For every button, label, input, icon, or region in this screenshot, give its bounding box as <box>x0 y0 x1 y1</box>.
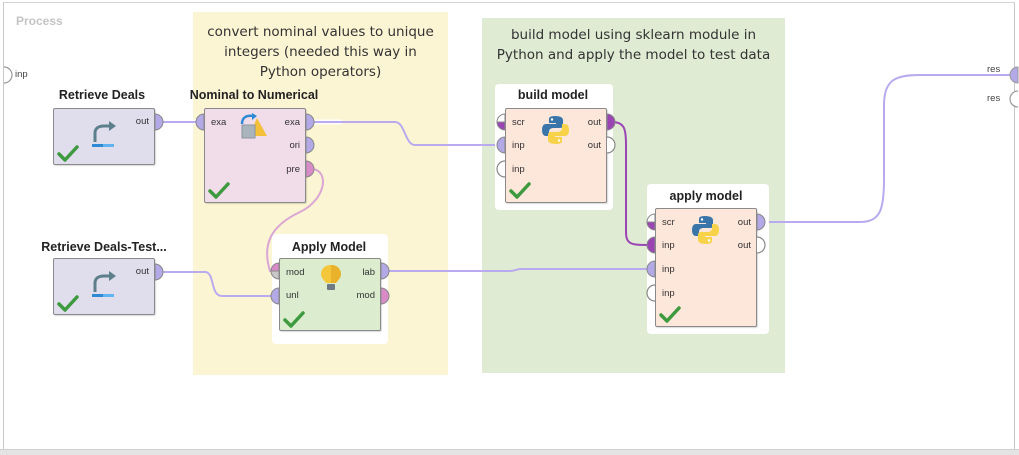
retrieve-icon <box>92 271 116 297</box>
annotation-text: convert nominal values to unique integer… <box>207 24 434 80</box>
status-ok-check-icon <box>283 311 305 328</box>
annotation-text: build model using sklearn module in Pyth… <box>496 27 771 63</box>
status-ok-check-icon <box>659 306 681 323</box>
retrieve-icon <box>92 121 116 147</box>
output-port-out[interactable] <box>756 213 766 231</box>
output-port-out[interactable] <box>606 113 616 131</box>
process-output-label: res <box>987 93 1001 104</box>
port-label: out <box>135 266 149 277</box>
operator-title: Retrieve Deals-Test... <box>41 240 167 254</box>
port-label: out <box>587 117 601 128</box>
output-port-pre[interactable] <box>305 160 315 178</box>
port-label: mod <box>286 267 305 278</box>
port-label: ori <box>289 140 300 151</box>
wire-apply-to-res[interactable] <box>765 74 1011 223</box>
python-icon <box>692 216 719 244</box>
convert-icon <box>240 113 267 139</box>
input-port-scr[interactable] <box>646 213 656 223</box>
output-port-lab[interactable] <box>380 262 390 280</box>
operator-build-model[interactable]: scr inp inp out out <box>505 108 607 203</box>
output-port-out[interactable] <box>154 113 164 131</box>
input-port-inp[interactable] <box>646 260 656 278</box>
python-icon <box>542 116 569 144</box>
operator-nominal-to-numerical[interactable]: exa exa ori pre <box>204 108 306 203</box>
port-label: out <box>737 240 751 251</box>
wire-test-to-unl[interactable] <box>159 271 277 297</box>
input-port-inp[interactable] <box>646 236 656 254</box>
port-label: lab <box>362 267 375 278</box>
process-output-label: res <box>987 64 1001 75</box>
output-port-out[interactable] <box>756 236 766 254</box>
port-label: unl <box>286 290 299 301</box>
input-port-unl[interactable] <box>270 287 280 305</box>
output-port-out[interactable] <box>154 263 164 281</box>
status-ok-check-icon <box>509 182 531 199</box>
port-label: scr <box>662 217 675 228</box>
process-output-port-res-2[interactable] <box>1009 90 1019 108</box>
operator-retrieve-deals-test[interactable]: out <box>53 258 155 315</box>
port-label: scr <box>512 117 525 128</box>
port-label: out <box>737 217 751 228</box>
port-label: mod <box>356 290 375 301</box>
process-input-port-inp[interactable] <box>3 66 13 84</box>
output-port-out[interactable] <box>606 136 616 154</box>
port-label: inp <box>662 240 675 251</box>
wire-build-to-apply[interactable] <box>611 121 651 246</box>
port-label: inp <box>662 288 675 299</box>
output-port-mod[interactable] <box>380 287 390 305</box>
horizontal-scrollbar[interactable] <box>0 449 1019 455</box>
port-label: inp <box>662 264 675 275</box>
wire-nominal-to-build[interactable] <box>312 121 501 146</box>
process-input-label: inp <box>15 69 28 80</box>
input-port-exa[interactable] <box>195 113 205 131</box>
lightbulb-icon <box>321 265 341 290</box>
port-label: out <box>135 116 149 127</box>
port-label: pre <box>286 164 300 175</box>
process-panel-frame <box>3 2 1015 449</box>
port-label: inp <box>512 164 525 175</box>
operator-title: build model <box>517 88 589 102</box>
output-port-ori[interactable] <box>305 136 315 154</box>
status-ok-check-icon <box>57 145 79 162</box>
input-port-inp[interactable] <box>646 284 656 302</box>
process-panel-title: Process <box>16 14 63 28</box>
port-label: inp <box>512 140 525 151</box>
operator-title: Apply Model <box>291 240 367 254</box>
output-port-exa[interactable] <box>305 113 315 131</box>
operator-title: apply model <box>669 189 743 203</box>
port-label: exa <box>211 117 227 128</box>
input-port-inp[interactable] <box>496 160 506 178</box>
operator-title: Nominal to Numerical <box>189 88 319 102</box>
wire-lab-to-apply[interactable] <box>387 268 651 272</box>
port-label: exa <box>284 117 300 128</box>
operator-apply-model-python[interactable]: scr inp inp inp out out <box>655 208 757 327</box>
operator-retrieve-deals[interactable]: out <box>53 108 155 165</box>
status-ok-check-icon <box>208 182 230 199</box>
status-ok-check-icon <box>57 295 79 312</box>
operator-title: Retrieve Deals <box>58 88 146 102</box>
process-output-port-res-1[interactable] <box>1009 66 1019 84</box>
wire-pre-to-applymodel[interactable] <box>266 168 324 272</box>
input-port-inp[interactable] <box>496 136 506 154</box>
port-label: out <box>587 140 601 151</box>
